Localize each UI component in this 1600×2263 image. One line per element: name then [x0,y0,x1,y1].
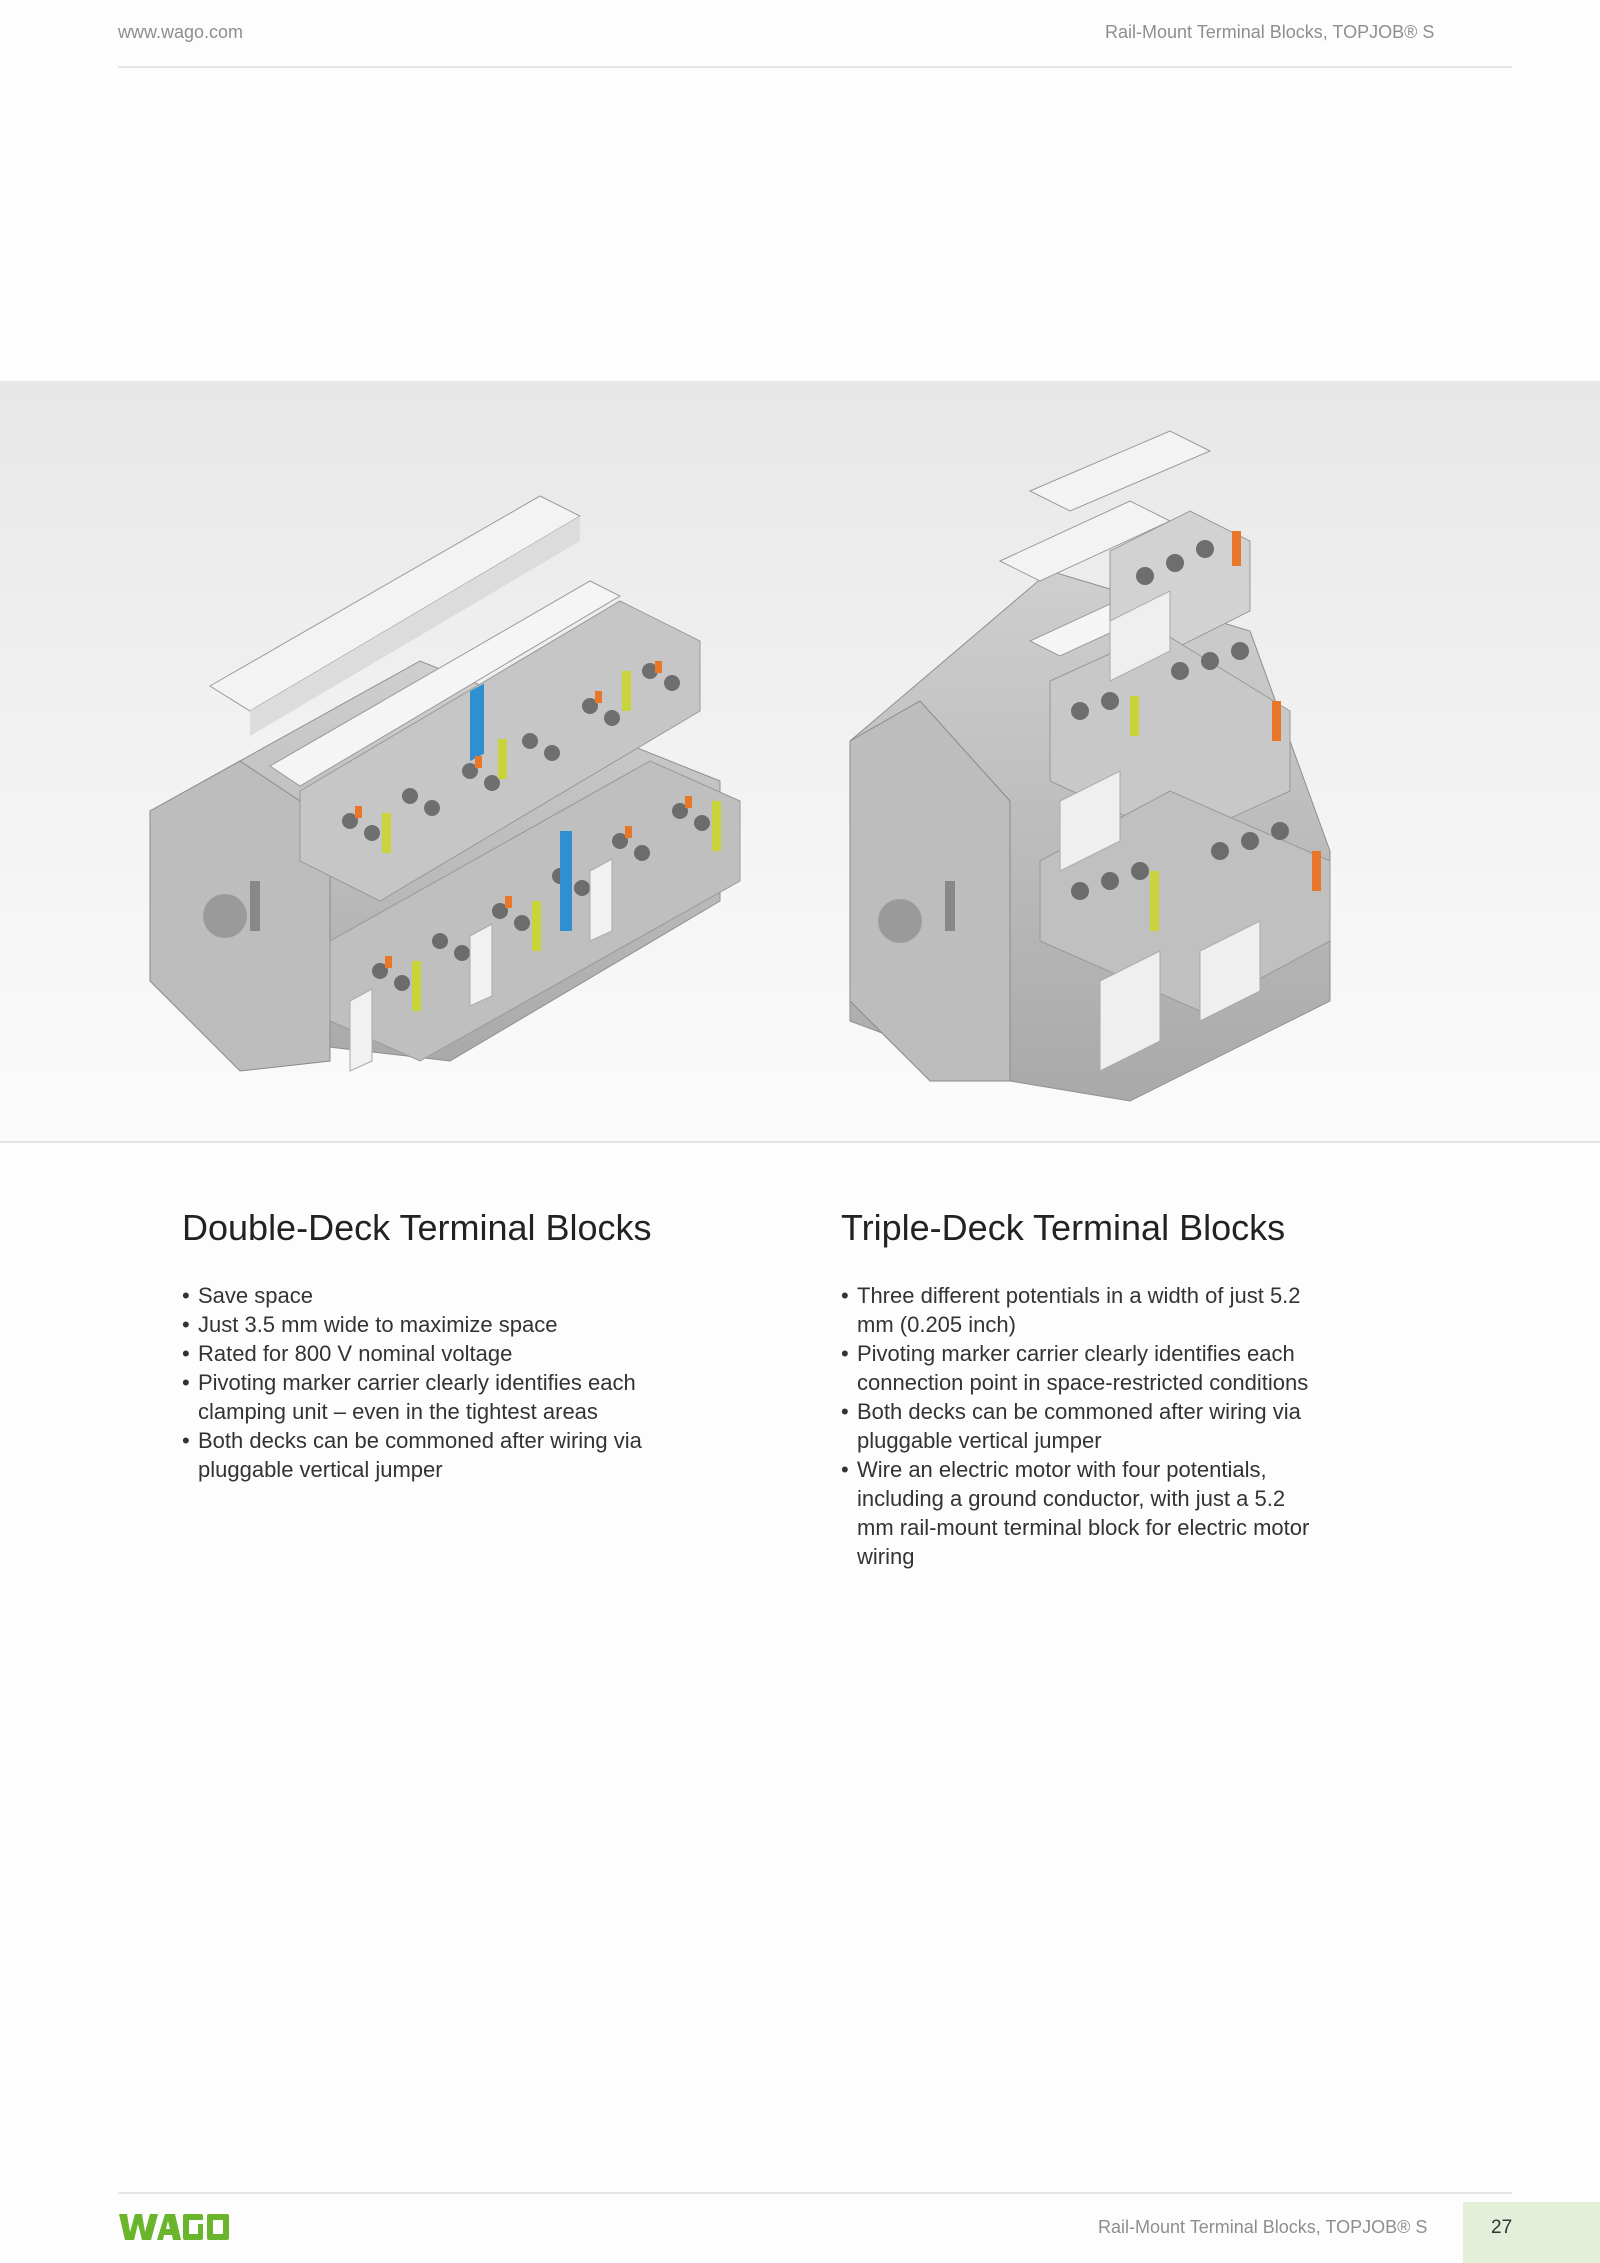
feature-item: Rated for 800 V nominal voltage [182,1339,702,1368]
triple-deck-section: Triple-Deck Terminal Blocks Three differ… [841,1206,1321,1571]
feature-item: Wire an electric motor with four potenti… [841,1455,1321,1571]
header-website[interactable]: www.wago.com [118,22,244,42]
triple-deck-feature-list: Three different potentials in a width of… [841,1281,1321,1571]
feature-item: Just 3.5 mm wide to maximize space [182,1310,702,1339]
header-doc-title: Rail-Mount Terminal Blocks, TOPJOB® S [1105,22,1435,42]
feature-item: Both decks can be commoned after wiring … [182,1426,702,1484]
photo-divider [0,1141,1600,1143]
wago-logo[interactable] [117,2208,231,2248]
feature-item: Save space [182,1281,702,1310]
double-deck-title: Double-Deck Terminal Blocks [182,1207,652,1248]
feature-item: Three different potentials in a width of… [841,1281,1321,1339]
product-photo [0,381,1600,1141]
triple-deck-terminal-assembly [849,430,1331,1102]
feature-item: Both decks can be commoned after wiring … [841,1397,1321,1455]
header-divider [118,66,1512,68]
page-number: 27 [1491,2217,1513,2238]
double-deck-terminal-assembly [149,495,741,1072]
feature-item: Pivoting marker carrier clearly identifi… [841,1339,1321,1397]
footer-doc-title: Rail-Mount Terminal Blocks, TOPJOB® S [1098,2217,1428,2237]
page-number-box: 27 [1463,2202,1600,2263]
triple-deck-title: Triple-Deck Terminal Blocks [841,1207,1286,1248]
feature-item: Pivoting marker carrier clearly identifi… [182,1368,702,1426]
footer-divider [118,2192,1512,2194]
double-deck-section: Double-Deck Terminal Blocks Save space J… [182,1206,702,1484]
terminal-blocks-illustration [149,430,1331,1102]
double-deck-feature-list: Save space Just 3.5 mm wide to maximize … [182,1281,702,1484]
